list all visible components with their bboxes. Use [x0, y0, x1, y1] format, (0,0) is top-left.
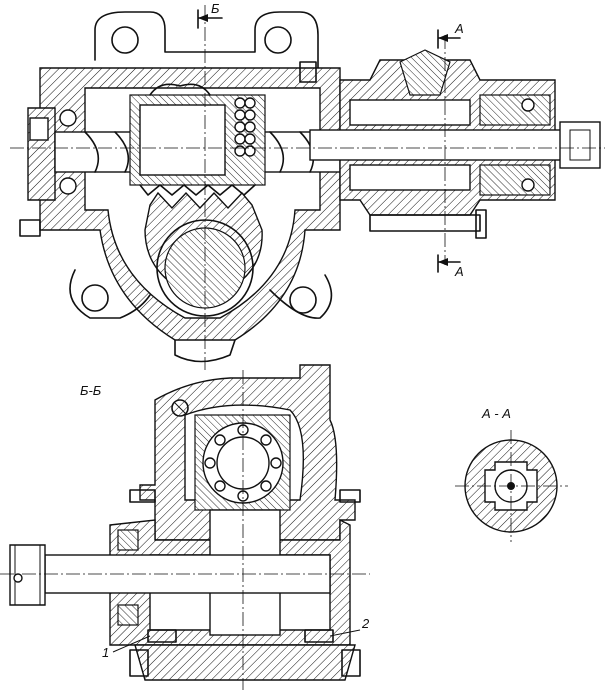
section-bb-view — [0, 364, 370, 690]
lower-left-bolt-hole — [81, 284, 109, 312]
bb-bolt-1 — [147, 629, 177, 643]
upper-left-bolt-hole — [111, 26, 139, 54]
bb-base-bolt-left — [129, 649, 149, 677]
right-bearing-housing-upper — [479, 94, 551, 126]
upper-right-bolt-hole — [264, 26, 292, 54]
bb-seal-upper — [117, 529, 139, 551]
right-bearing-ball-upper — [521, 98, 535, 112]
section-b-marker-label: Б — [211, 1, 220, 16]
left-bearing-upper — [59, 109, 77, 127]
callout-1: 1 — [102, 645, 110, 660]
bb-fill-plug — [171, 399, 189, 417]
left-plug — [29, 117, 49, 141]
lower-left-lug — [69, 269, 151, 319]
bb-bolt-2 — [304, 629, 334, 643]
bb-seal-lower — [117, 604, 139, 626]
recirculating-balls — [234, 97, 256, 157]
ball-return-tube — [149, 83, 211, 96]
ball-nut-body — [139, 104, 226, 176]
bb-base-bolt-right — [341, 649, 361, 677]
valve-lower-bolt — [369, 214, 481, 232]
section-b-arrow — [198, 14, 208, 22]
left-bolt — [19, 219, 41, 237]
callout-1-leader — [112, 635, 151, 653]
bb-shaft-end-hole — [13, 573, 23, 583]
screw-threads — [84, 131, 315, 173]
bb-fill-plug-slot — [174, 402, 186, 414]
bb-balls — [204, 424, 282, 502]
input-shaft-end — [559, 121, 601, 169]
rack-teeth — [139, 184, 256, 196]
callout-2: 2 — [362, 616, 370, 631]
bb-shaft-end-spline — [9, 544, 46, 606]
section-aa-view — [455, 430, 568, 542]
valve-cap — [399, 49, 451, 96]
section-a-arrow-top — [438, 34, 448, 42]
valve-spool-upper — [349, 99, 471, 126]
section-bb-title: Б-Б — [80, 383, 102, 398]
section-a-marker-bottom-label: А — [455, 264, 464, 279]
lower-right-lug — [269, 274, 333, 319]
housing-bottom-boss — [174, 339, 236, 363]
top-section-view — [10, 5, 605, 370]
bb-left-bolt-upper — [129, 489, 156, 503]
input-shaft-spline — [569, 129, 591, 161]
bb-right-bolt-upper — [339, 489, 361, 503]
section-aa-title: А - А — [482, 406, 511, 421]
left-bearing-lower — [59, 177, 77, 195]
callout-2-leader — [329, 629, 361, 637]
upper-mounting-lugs — [94, 11, 319, 69]
bb-base-flange — [134, 644, 356, 681]
section-a-marker-top-label: А — [455, 21, 464, 36]
right-bearing-housing-lower — [479, 164, 551, 196]
valve-spool-lower — [349, 164, 471, 191]
valve-bolt-head — [475, 209, 487, 239]
right-bearing-ball-lower — [521, 178, 535, 192]
top-bolt — [299, 61, 317, 83]
section-a-arrow-bottom — [438, 258, 448, 266]
lower-right-bolt-hole — [289, 286, 317, 314]
